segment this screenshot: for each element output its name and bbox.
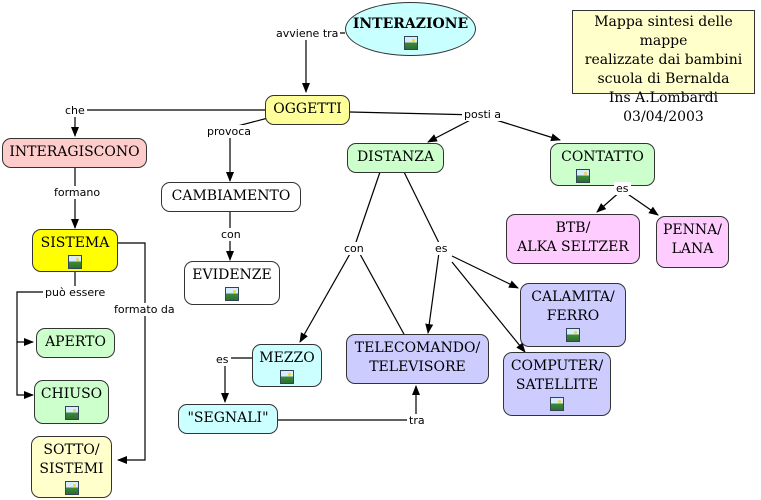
label-puo-essere: può essere — [43, 286, 108, 299]
node-mezzo[interactable]: MEZZO — [252, 344, 322, 387]
label-posti-a: posti a — [462, 108, 504, 121]
link-es-telecomando — [425, 244, 441, 334]
node-segnali[interactable]: "SEGNALI" — [178, 404, 278, 434]
image-icon[interactable] — [64, 481, 79, 495]
label-provoca: provoca — [205, 125, 254, 138]
node-interagiscono-label: INTERAGISCONO — [9, 144, 140, 160]
link-con-distanza — [354, 171, 381, 246]
node-sottosistemi-line2: SISTEMI — [39, 461, 104, 477]
label-tra: tra — [407, 414, 427, 427]
image-icon[interactable] — [566, 328, 580, 342]
note-line-2: realizzate dai bambini — [584, 52, 743, 68]
node-chiuso[interactable]: CHIUSO — [34, 380, 109, 424]
label-es-mezzo: es — [214, 353, 231, 366]
node-evidenze[interactable]: EVIDENZE — [184, 261, 280, 305]
label-avviene-tra: avviene tra — [274, 27, 341, 40]
node-sistema[interactable]: SISTEMA — [32, 229, 118, 272]
link-posti-a — [349, 111, 481, 116]
node-btb[interactable]: BTB/ ALKA SELTZER — [506, 214, 640, 264]
node-oggetti[interactable]: OGGETTI — [265, 95, 350, 125]
node-distanza[interactable]: DISTANZA — [347, 143, 444, 173]
node-interazione-label: INTERAZIONE — [352, 16, 469, 32]
link-con-telecomando — [354, 244, 406, 337]
link-es-calamita — [451, 255, 519, 289]
node-interagiscono[interactable]: INTERAGISCONO — [2, 138, 147, 168]
label-con-distanza: con — [342, 242, 366, 255]
node-computer-line2: SATELLITE — [515, 377, 599, 393]
link-con-mezzo — [299, 244, 356, 343]
note-line-1: Mappa sintesi delle mappe — [594, 14, 733, 49]
node-distanza-label: DISTANZA — [356, 149, 435, 165]
link-puo-essere-aperto — [16, 272, 76, 346]
node-telecomando[interactable]: TELECOMANDO/ TELEVISORE — [346, 334, 489, 384]
node-btb-line1: BTB/ — [555, 220, 591, 236]
node-chiuso-label: CHIUSO — [40, 386, 103, 402]
node-telecomando-line1: TELECOMANDO/ — [354, 340, 481, 356]
node-telecomando-line2: TELEVISORE — [369, 359, 466, 375]
node-penna-line1: PENNA/ — [663, 222, 722, 238]
link-es-computer — [451, 261, 526, 353]
node-cambiamento-label: CAMBIAMENTO — [171, 188, 291, 204]
node-interazione[interactable]: INTERAZIONE — [345, 2, 476, 56]
note-line-4: Ins A.Lombardi 03/04/2003 — [608, 90, 719, 125]
node-calamita[interactable]: CALAMITA/ FERRO — [520, 283, 626, 347]
node-segnali-label: "SEGNALI" — [187, 410, 269, 426]
node-oggetti-label: OGGETTI — [273, 101, 342, 117]
link-tra — [278, 385, 420, 421]
link-puo-essere-chiuso — [16, 342, 34, 399]
node-contatto[interactable]: CONTATTO — [550, 143, 655, 186]
image-icon[interactable] — [550, 397, 564, 411]
image-icon[interactable] — [68, 255, 82, 269]
image-icon[interactable] — [575, 169, 590, 183]
label-formato-da: formato da — [112, 303, 177, 316]
node-sottosistemi-line1: SOTTO/ — [43, 442, 100, 458]
image-icon[interactable] — [280, 370, 294, 384]
image-icon[interactable] — [64, 406, 79, 420]
node-evidenze-label: EVIDENZE — [192, 267, 272, 283]
label-con-cambiamento: con — [219, 228, 243, 241]
link-formato-da — [117, 242, 146, 464]
node-aperto-label: APERTO — [45, 334, 106, 350]
link-es-distanza — [403, 171, 441, 246]
node-cambiamento[interactable]: CAMBIAMENTO — [161, 182, 301, 212]
node-penna[interactable]: PENNA/ LANA — [656, 216, 729, 268]
node-calamita-line1: CALAMITA/ — [531, 289, 615, 305]
node-mezzo-label: MEZZO — [259, 350, 315, 366]
node-btb-line2: ALKA SELTZER — [517, 239, 629, 255]
node-contatto-label: CONTATTO — [561, 149, 644, 165]
label-es-contatto: es — [614, 182, 631, 195]
link-avviene-tra — [302, 32, 345, 93]
label-che: che — [63, 104, 87, 117]
image-icon[interactable] — [403, 36, 418, 50]
label-formano: formano — [52, 186, 103, 199]
image-icon[interactable] — [225, 287, 239, 301]
node-calamita-line2: FERRO — [546, 308, 600, 324]
map-note: Mappa sintesi delle mappe realizzate dai… — [572, 10, 755, 125]
node-computer[interactable]: COMPUTER/ SATELLITE — [503, 352, 611, 416]
node-penna-line2: LANA — [671, 241, 714, 257]
label-es-distanza: es — [433, 242, 450, 255]
node-sistema-label: SISTEMA — [40, 235, 110, 251]
node-sottosistemi[interactable]: SOTTO/ SISTEMI — [31, 436, 112, 498]
node-aperto[interactable]: APERTO — [36, 328, 115, 358]
node-computer-line1: COMPUTER/ — [510, 358, 604, 374]
note-line-3: scuola di Bernalda — [597, 71, 730, 87]
